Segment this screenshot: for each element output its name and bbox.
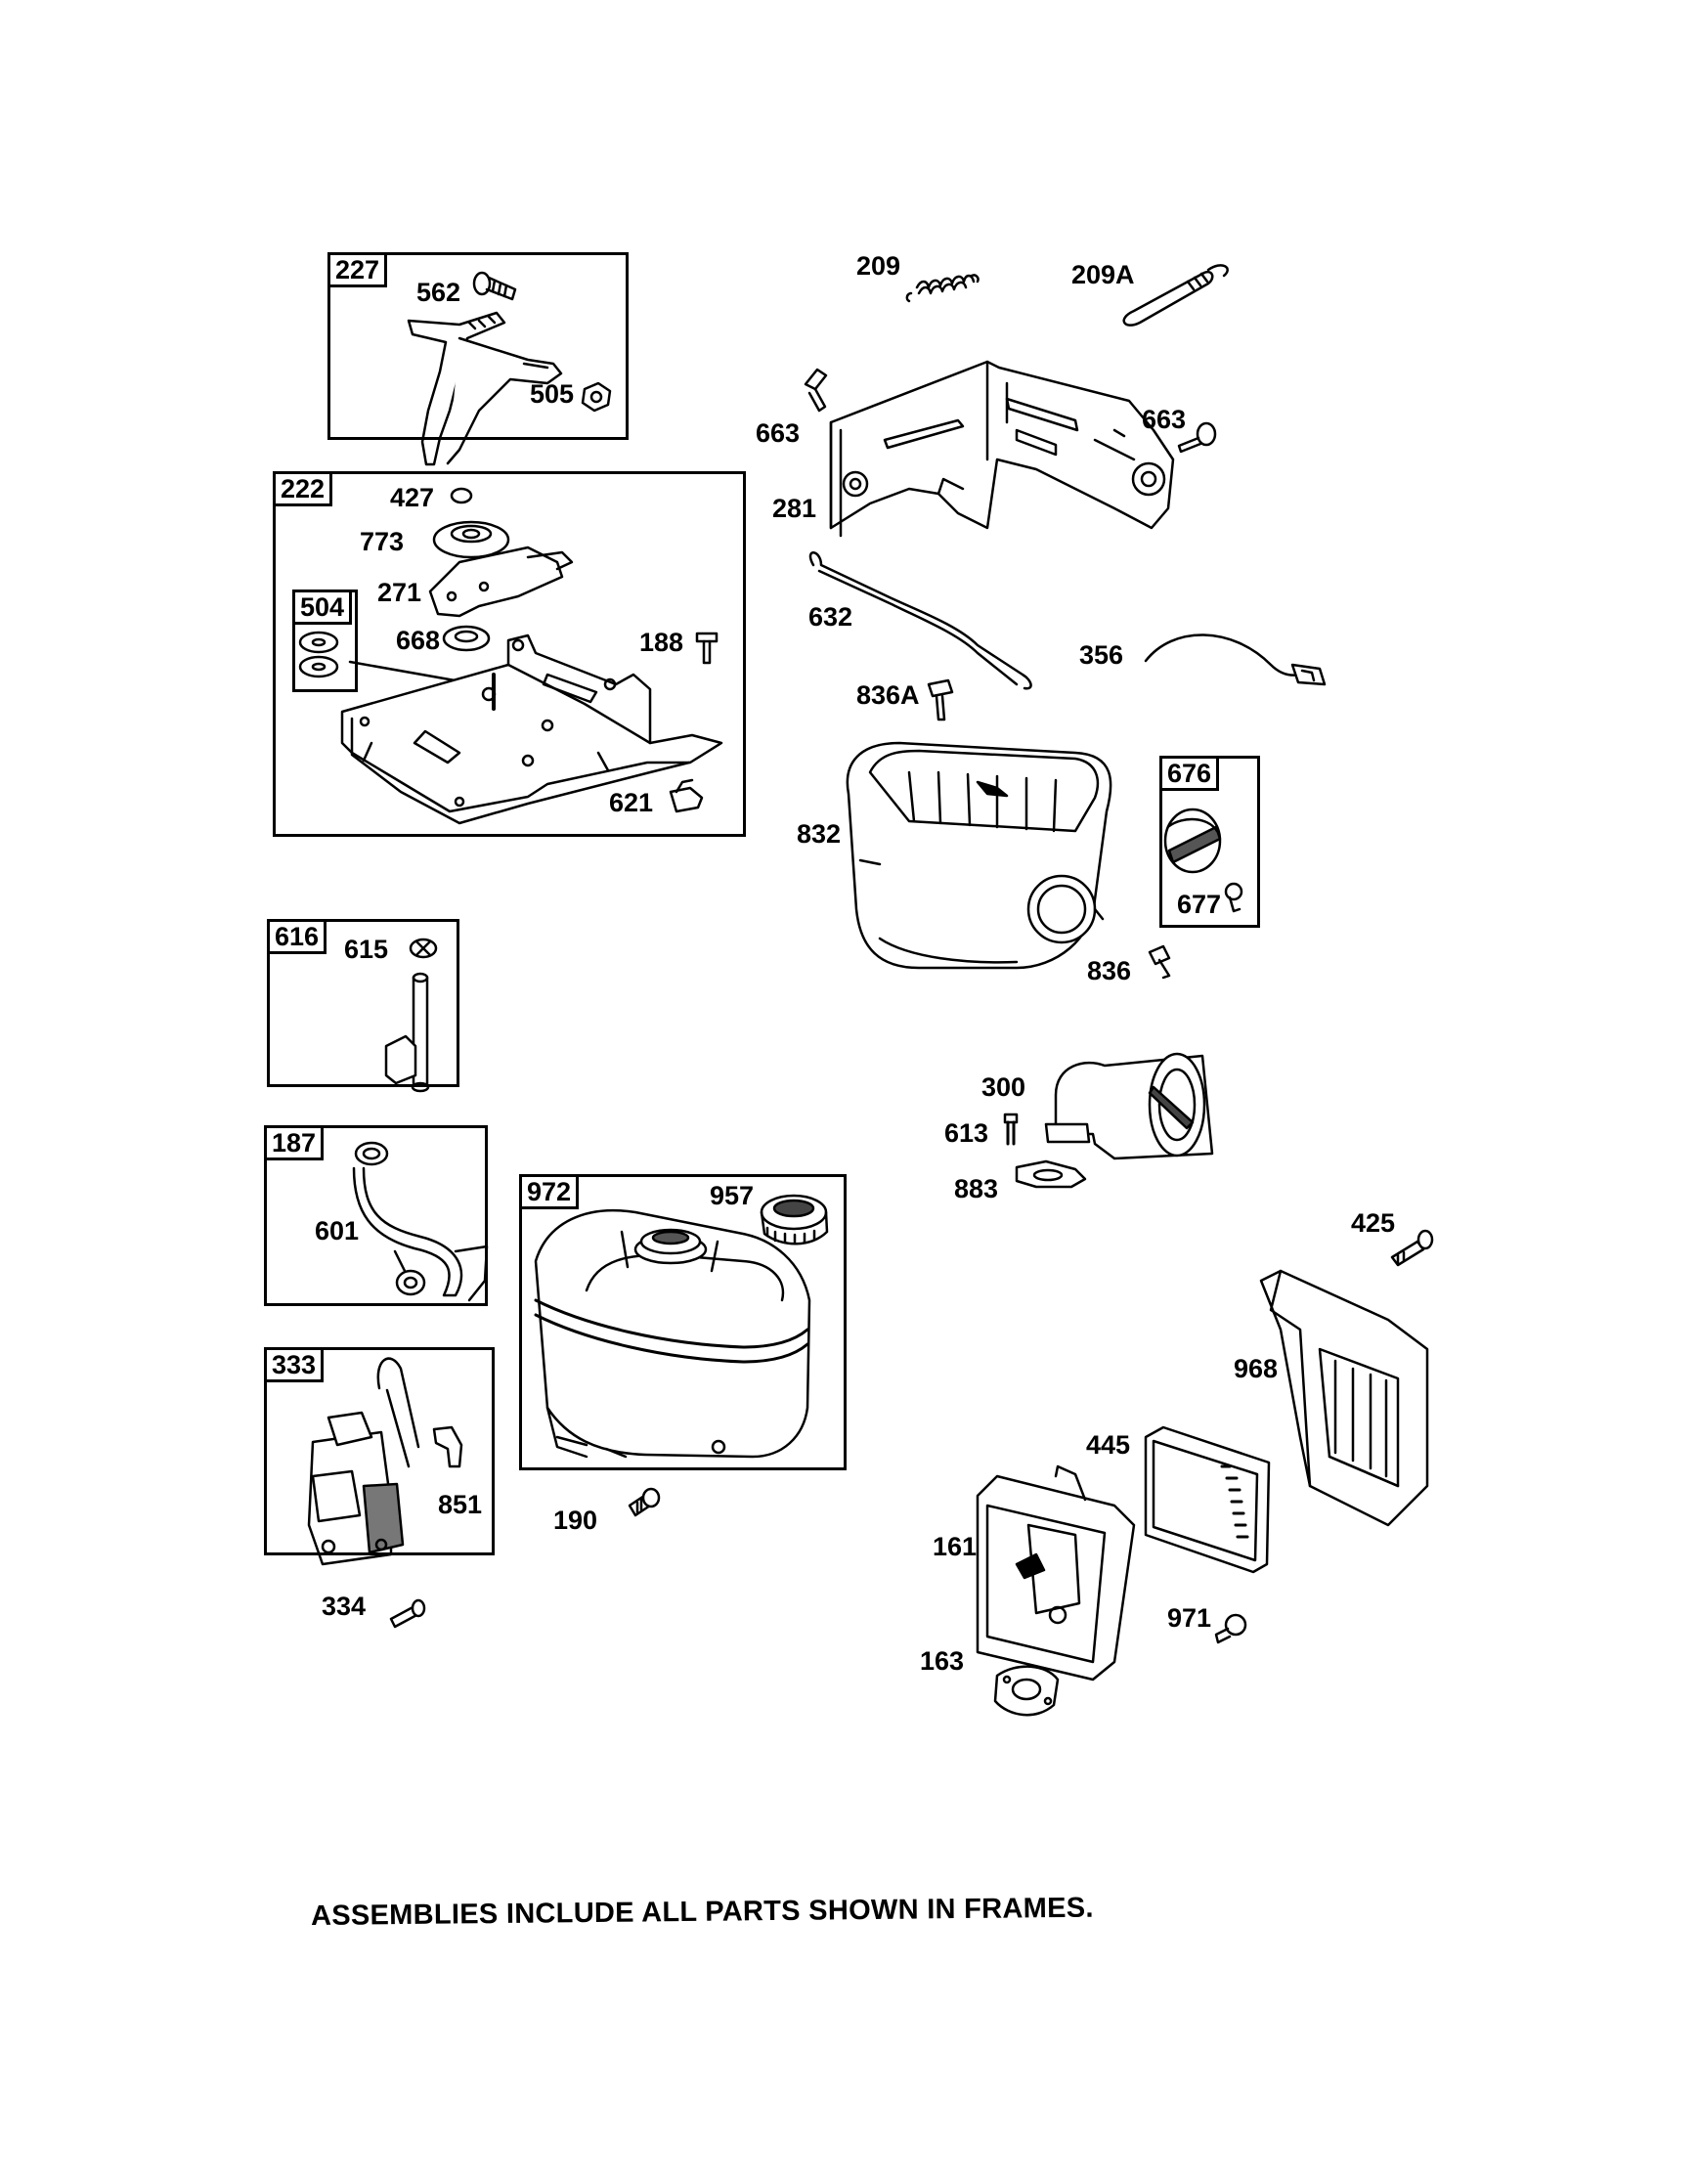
part-number-832: 832 <box>797 819 842 849</box>
part-number-836: 836 <box>1087 956 1132 985</box>
part-number-613: 613 <box>944 1118 989 1148</box>
assembly-frame-222: 222 <box>273 471 746 837</box>
part-number-209A: 209A <box>1071 260 1135 289</box>
spring-209A-drawing <box>1124 265 1228 325</box>
part-number-562: 562 <box>416 278 461 307</box>
part-number-356: 356 <box>1079 640 1124 670</box>
assembly-number-187: 187 <box>264 1125 325 1160</box>
part-number-677: 677 <box>1177 890 1222 919</box>
screw-971-drawing <box>1216 1615 1245 1642</box>
part-number-271: 271 <box>377 578 422 607</box>
part-number-334: 334 <box>322 1592 367 1621</box>
part-number-427: 427 <box>390 483 435 512</box>
part-number-663-right: 663 <box>1142 405 1187 434</box>
part-number-161: 161 <box>933 1532 978 1561</box>
screw-425-drawing <box>1392 1231 1432 1265</box>
assembly-number-616: 616 <box>267 919 327 954</box>
assembly-frame-616: 616 <box>267 919 459 1087</box>
cover-968-drawing <box>1261 1271 1427 1525</box>
screw-334-drawing <box>391 1600 424 1627</box>
part-number-621: 621 <box>609 788 654 817</box>
assembly-number-676: 676 <box>1159 756 1220 791</box>
governor-615-drawing <box>386 939 436 1091</box>
screw-562-drawing <box>474 273 515 299</box>
part-number-971: 971 <box>1167 1603 1212 1633</box>
part-number-773: 773 <box>360 527 405 556</box>
assembly-number-222: 222 <box>273 471 333 506</box>
nut-427-drawing <box>452 489 471 502</box>
cover-676-drawing <box>1165 809 1220 872</box>
screw-677-drawing <box>1226 884 1242 911</box>
gasket-163-drawing <box>995 1667 1058 1716</box>
part-number-663-left: 663 <box>756 418 801 448</box>
washer-668-drawing <box>444 627 489 650</box>
link-632-drawing <box>810 552 1031 688</box>
filter-445-drawing <box>1146 1427 1269 1572</box>
part-number-505: 505 <box>530 379 575 409</box>
screw-663a-drawing <box>806 370 826 411</box>
assembly-frame-504: 504 <box>292 590 358 692</box>
part-number-615: 615 <box>344 935 389 964</box>
part-number-957: 957 <box>710 1181 755 1210</box>
assembly-number-227: 227 <box>327 252 388 287</box>
assembly-frame-676: 676 <box>1159 756 1260 928</box>
nut-505-hole <box>591 392 601 402</box>
pulley-773-drawing <box>434 522 508 557</box>
clip-621-drawing <box>671 780 702 811</box>
nut-505-drawing <box>583 383 610 411</box>
part-number-300: 300 <box>981 1072 1026 1102</box>
screw-188-drawing <box>697 633 717 663</box>
control-lever-227-drawing <box>409 313 561 464</box>
bracket-281-drawing <box>831 362 1173 536</box>
assembly-number-972: 972 <box>519 1174 580 1209</box>
base-161-drawing <box>978 1466 1134 1680</box>
part-number-851: 851 <box>438 1490 483 1519</box>
part-number-209: 209 <box>856 251 901 281</box>
part-number-425: 425 <box>1351 1208 1396 1238</box>
screw-663b-drawing <box>1179 423 1215 452</box>
fuel-tank-972-drawing <box>536 1210 809 1457</box>
part-number-188: 188 <box>639 628 684 657</box>
screw-613-drawing <box>1005 1114 1017 1144</box>
assembly-number-504: 504 <box>292 590 353 625</box>
washers-504-drawing <box>300 633 477 684</box>
base-plate-222-drawing <box>342 635 721 823</box>
screw-836A-drawing <box>929 680 952 720</box>
part-number-968: 968 <box>1234 1354 1279 1383</box>
control-plate-271-drawing <box>430 547 572 616</box>
spring-209-drawing <box>907 275 979 301</box>
part-number-445: 445 <box>1086 1430 1131 1460</box>
part-number-281: 281 <box>772 494 817 523</box>
fuel-cap-957-drawing <box>762 1196 827 1244</box>
assembly-number-333: 333 <box>264 1347 325 1382</box>
assembly-frame-972: 972 <box>519 1174 847 1470</box>
blower-housing-832-drawing <box>848 743 1111 968</box>
part-number-836A: 836A <box>856 680 920 710</box>
terminal-851-drawing <box>434 1427 461 1466</box>
screw-836-drawing <box>1150 946 1169 978</box>
armature-333-drawing <box>309 1359 418 1564</box>
screw-190-drawing <box>630 1489 659 1515</box>
part-number-163: 163 <box>920 1646 965 1676</box>
part-number-601: 601 <box>315 1216 360 1245</box>
assembly-frame-333: 333 <box>264 1347 495 1555</box>
part-number-883: 883 <box>954 1174 999 1203</box>
part-number-668: 668 <box>396 626 441 655</box>
elbow-300-drawing <box>1046 1054 1212 1158</box>
assembly-frame-227: 227 <box>327 252 629 440</box>
wire-356-drawing <box>1146 634 1325 684</box>
gasket-883-drawing <box>1017 1161 1085 1187</box>
part-number-190: 190 <box>553 1506 598 1535</box>
part-number-632: 632 <box>808 602 853 632</box>
assembly-frame-187: 187 <box>264 1125 488 1306</box>
